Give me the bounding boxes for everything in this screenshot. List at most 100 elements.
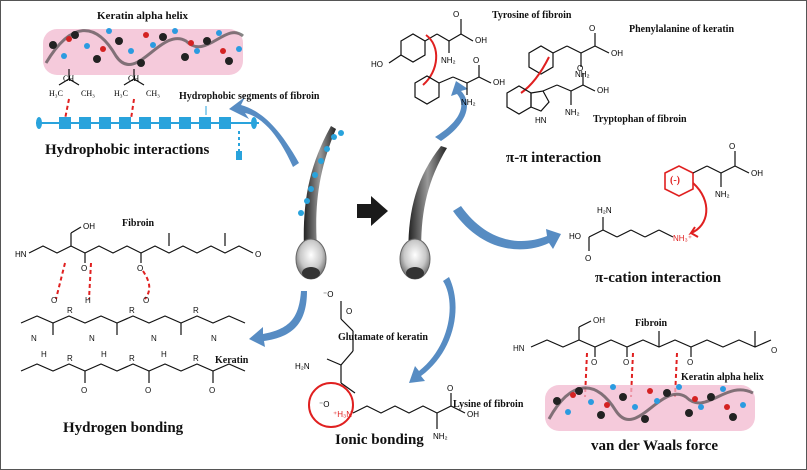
svg-text:OH: OH bbox=[751, 169, 763, 178]
svg-text:H: H bbox=[41, 350, 47, 359]
svg-text:CH: CH bbox=[128, 74, 139, 83]
svg-text:⁻O: ⁻O bbox=[319, 400, 329, 409]
hbond-fibroin-label: Fibroin bbox=[122, 218, 155, 229]
hbond-fibroin-backbone bbox=[28, 226, 254, 263]
big-right-arrow-icon bbox=[357, 196, 388, 226]
svg-text:H: H bbox=[101, 350, 107, 359]
svg-text:NH₂: NH₂ bbox=[565, 108, 580, 117]
svg-text:N: N bbox=[151, 334, 157, 343]
svg-text:O: O bbox=[255, 250, 261, 259]
lysine-pi-cation-structure bbox=[588, 217, 674, 251]
svg-text:R: R bbox=[67, 354, 73, 363]
vdw-title: van der Waals force bbox=[591, 438, 719, 454]
svg-text:H₂N: H₂N bbox=[597, 206, 612, 215]
pi-cation-structure bbox=[664, 151, 750, 197]
svg-text:O: O bbox=[585, 254, 591, 263]
pi-cation-title: π-cation interaction bbox=[595, 270, 722, 286]
glutamate-label: Glutamate of keratin bbox=[338, 332, 428, 343]
hydrophobic-dashed-bonds bbox=[64, 98, 135, 120]
hydrogen-bonding-title: Hydrogen bonding bbox=[63, 420, 184, 436]
tryptophan-label: Tryptophan of fibroin bbox=[593, 114, 687, 125]
glutamate-structure bbox=[326, 301, 356, 394]
phenylalanine-ring-small bbox=[414, 65, 492, 105]
hair-strand-icon bbox=[399, 146, 447, 280]
phenylalanine-keratin-structure bbox=[528, 33, 610, 75]
ionic-bonding-title: Ionic bonding bbox=[335, 432, 424, 448]
svg-text:HN: HN bbox=[15, 250, 27, 259]
svg-text:OH: OH bbox=[611, 49, 623, 58]
svg-text:NH₂: NH₂ bbox=[441, 56, 456, 65]
tyrosine-structure bbox=[388, 19, 474, 64]
hair-strand-icon bbox=[295, 126, 344, 280]
hbond-dashed-bonds bbox=[55, 262, 151, 300]
svg-text:O: O bbox=[453, 10, 459, 19]
svg-text:O: O bbox=[137, 264, 143, 273]
svg-text:NH₃⁺: NH₃⁺ bbox=[673, 234, 692, 243]
svg-text:N: N bbox=[211, 334, 217, 343]
fibroin-segment-chain bbox=[36, 106, 259, 161]
svg-text:O: O bbox=[81, 386, 87, 395]
svg-text:O: O bbox=[81, 264, 87, 273]
hbond-keratin-label: Keratin bbox=[215, 355, 249, 366]
hydrophobic-title: Hydrophobic interactions bbox=[45, 142, 210, 158]
svg-text:NH₂: NH₂ bbox=[715, 190, 730, 199]
svg-text:NH₂: NH₂ bbox=[461, 98, 476, 107]
vdw-fibroin-label: Fibroin bbox=[635, 318, 668, 329]
svg-text:CH₃: CH₃ bbox=[146, 89, 160, 98]
svg-text:O: O bbox=[447, 384, 453, 393]
svg-text:NH₂: NH₂ bbox=[575, 70, 590, 79]
vdw-fibroin-backbone bbox=[530, 320, 772, 357]
svg-text:R: R bbox=[67, 306, 73, 315]
svg-text:N: N bbox=[31, 334, 37, 343]
keratin-helix-top: H₃C CH₃ H₃C CH₃ CH CH bbox=[43, 28, 244, 98]
svg-text:H: H bbox=[161, 350, 167, 359]
svg-text:OH: OH bbox=[597, 86, 609, 95]
svg-text:O: O bbox=[687, 358, 693, 367]
svg-text:O: O bbox=[145, 386, 151, 395]
svg-text:O: O bbox=[589, 24, 595, 33]
hbond-keratin-backbone bbox=[20, 315, 246, 383]
svg-text:O: O bbox=[591, 358, 597, 367]
svg-text:⁺H₃N: ⁺H₃N bbox=[333, 410, 352, 419]
svg-text:H₃C: H₃C bbox=[114, 89, 128, 98]
svg-text:O: O bbox=[143, 296, 149, 305]
lysine-structure bbox=[352, 393, 466, 429]
svg-text:CH: CH bbox=[63, 74, 74, 83]
hydrophobic-segment-label: Hydrophobic segments of fibroin bbox=[179, 91, 320, 102]
pi-pi-title: π-π interaction bbox=[506, 150, 602, 166]
svg-text:R: R bbox=[129, 354, 135, 363]
svg-text:OH: OH bbox=[467, 410, 479, 419]
svg-text:R: R bbox=[129, 306, 135, 315]
svg-text:O: O bbox=[577, 64, 583, 73]
svg-text:O: O bbox=[209, 386, 215, 395]
phenylalanine-label: Phenylalanine of keratin bbox=[629, 24, 735, 35]
svg-text:O: O bbox=[771, 346, 777, 355]
svg-text:R: R bbox=[193, 354, 199, 363]
lysine-label: Lysine of fibroin bbox=[453, 399, 524, 410]
svg-text:N: N bbox=[89, 334, 95, 343]
svg-text:NH₂: NH₂ bbox=[433, 432, 448, 441]
interaction-arrows bbox=[229, 81, 561, 383]
hydrophobic-helix-label: Keratin alpha helix bbox=[97, 10, 189, 22]
svg-text:OH: OH bbox=[493, 78, 505, 87]
svg-text:H: H bbox=[85, 296, 91, 305]
ionic-bond-circle bbox=[308, 382, 354, 428]
vdw-helix-label: Keratin alpha helix bbox=[681, 372, 764, 383]
svg-text:OH: OH bbox=[475, 36, 487, 45]
svg-text:⁻O: ⁻O bbox=[323, 290, 333, 299]
keratin-helix-bottom bbox=[545, 384, 755, 431]
svg-text:O: O bbox=[473, 56, 479, 65]
svg-text:H₂N: H₂N bbox=[295, 362, 310, 371]
svg-text:OH: OH bbox=[593, 316, 605, 325]
svg-text:O: O bbox=[51, 296, 57, 305]
negative-charge-label: (-) bbox=[670, 175, 680, 186]
svg-text:H₃C: H₃C bbox=[49, 89, 63, 98]
svg-text:O: O bbox=[729, 142, 735, 151]
svg-text:HN: HN bbox=[513, 344, 525, 353]
tyrosine-label: Tyrosine of fibroin bbox=[492, 10, 572, 21]
svg-text:CH₃: CH₃ bbox=[81, 89, 95, 98]
svg-text:O: O bbox=[346, 307, 352, 316]
tryptophan-structure bbox=[506, 73, 596, 115]
